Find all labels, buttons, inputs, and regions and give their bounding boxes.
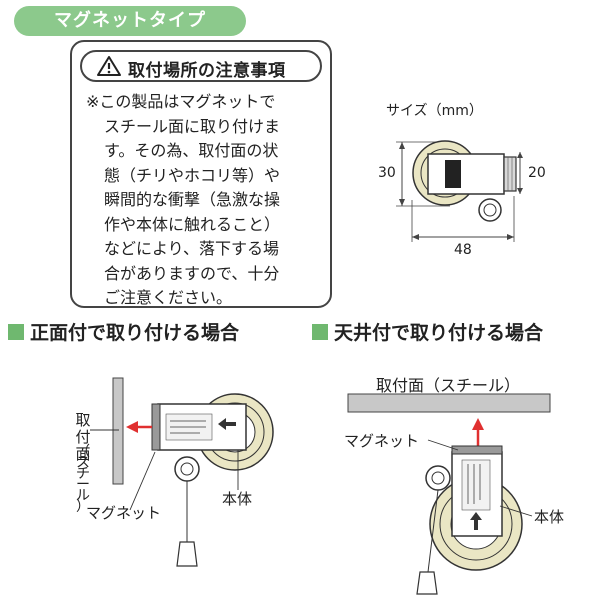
caution-line: ※この製品はマグネットで (86, 92, 276, 111)
size-label: サイズ（mm） (386, 103, 483, 119)
front-mount-title: 正面付で取り付ける場合 (30, 322, 240, 344)
front-surface-label-paren: （ ス チ ー ル ） (74, 444, 92, 515)
surface-label-char: ル (76, 488, 90, 504)
caution-text: ※この製品はマグネットで スチール面に取り付けま す。その為、取付面の状 態（チ… (86, 90, 318, 311)
caution-line: 合がありますので、十分 (104, 263, 280, 283)
surface-label-char: チ (76, 466, 90, 482)
front-body-label: 本体 (222, 490, 253, 508)
ceiling-mount-heading: 天井付で取り付ける場合 (312, 318, 543, 345)
height-dimension: 30 (378, 165, 396, 181)
depth-dimension: 20 (528, 165, 546, 181)
ceiling-mount-title: 天井付で取り付ける場合 (334, 322, 544, 344)
caution-title: 取付場所の注意事項 (128, 61, 286, 81)
surface-label-char: （ (76, 444, 90, 460)
ceiling-surface-label: 取付面（スチール） (376, 376, 521, 395)
surface-label-char: ス (76, 455, 90, 471)
caution-line: ご注意ください。 (104, 288, 233, 307)
ceiling-body-label: 本体 (534, 508, 565, 526)
front-magnet-label: マグネット (86, 504, 162, 522)
ceiling-magnet-label: マグネット (344, 432, 420, 450)
surface-label-char: ） (76, 499, 90, 515)
front-mount-heading: 正面付で取り付ける場合 (8, 318, 239, 345)
warning-icon (97, 56, 121, 76)
caution-line: スチール面に取り付けま (104, 116, 281, 136)
surface-label-char: ー (76, 477, 90, 493)
section-square-icon (8, 324, 24, 340)
caution-line: などにより、落下する場 (104, 239, 280, 258)
front-surface-label: 取 付 面 (74, 412, 92, 463)
caution-line: 態（チリやホコリ等）や (104, 165, 281, 185)
caution-header: 取付場所の注意事項 (80, 50, 322, 82)
caution-box: 取付場所の注意事項 ※この製品はマグネットで スチール面に取り付けま す。その為… (70, 40, 332, 308)
surface-label-char: 面 (75, 445, 91, 463)
section-square-icon (312, 324, 328, 340)
type-tag: マグネットタイプ (14, 6, 246, 36)
arrow-icon (472, 418, 484, 430)
caution-line: 作や本体に触れること） (104, 214, 281, 234)
arrow-icon (126, 421, 138, 433)
surface-label-char: 取 (75, 411, 91, 429)
caution-line: 瞬間的な衝撃（急激な操 (104, 190, 281, 209)
surface-label-char: 付 (75, 428, 91, 446)
width-dimension: 48 (454, 242, 472, 258)
caution-line: す。その為、取付面の状 (104, 141, 279, 160)
